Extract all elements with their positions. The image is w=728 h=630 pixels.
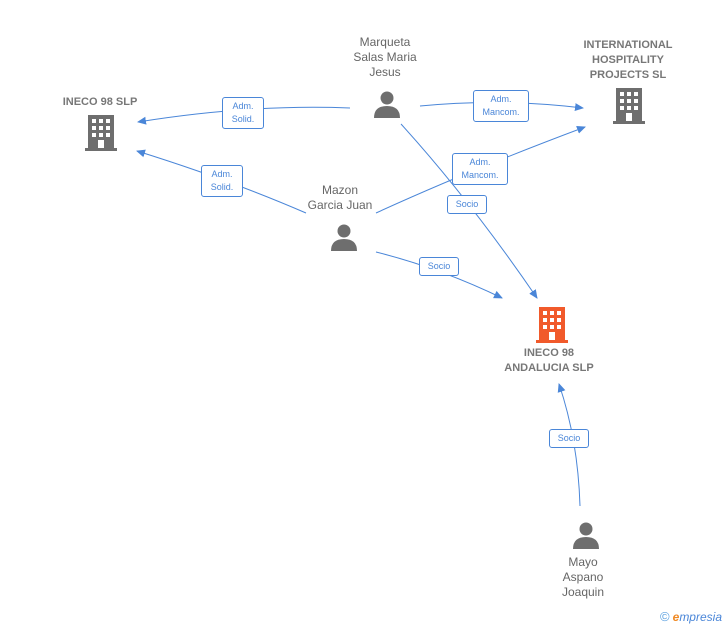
edge-label-line: Socio bbox=[557, 433, 581, 443]
label-line: INECO 98 bbox=[523, 347, 575, 359]
label-line: HOSPITALITY bbox=[592, 54, 664, 66]
edge-label-line: Mancom. bbox=[482, 107, 520, 117]
edge-label-adm-solid[interactable]: Adm. Solid. bbox=[222, 97, 264, 129]
company-label-international[interactable]: INTERNATIONAL HOSPITALITY PROJECTS SL bbox=[568, 38, 688, 83]
person-label-mazon[interactable]: Mazon Garcia Juan bbox=[290, 183, 390, 213]
brand-name: mpresia bbox=[679, 610, 722, 624]
edge-label-line: Mancom. bbox=[461, 170, 499, 180]
copyright-symbol: © bbox=[660, 609, 670, 624]
person-label-mayo[interactable]: Mayo Aspano Joaquin bbox=[543, 555, 623, 600]
label-line: Garcia Juan bbox=[307, 198, 373, 212]
label-line: Marqueta bbox=[359, 35, 411, 49]
edge-label-line: Socio bbox=[427, 261, 451, 271]
label-line: ANDALUCIA SLP bbox=[504, 362, 594, 374]
building-icon[interactable] bbox=[613, 88, 645, 124]
label-line: Jesus bbox=[369, 65, 401, 79]
edge-label-line: Adm. bbox=[490, 94, 512, 104]
brand-initial: e bbox=[672, 610, 680, 624]
label-line: Mayo bbox=[568, 555, 598, 569]
building-icon[interactable] bbox=[85, 115, 117, 151]
label-line: Aspano bbox=[562, 570, 604, 584]
label-line: INTERNATIONAL bbox=[583, 39, 673, 51]
edge-label-socio[interactable]: Socio bbox=[419, 257, 459, 276]
edge-label-line: Adm. bbox=[211, 169, 233, 179]
person-icon[interactable] bbox=[372, 90, 402, 118]
edge-label-adm-solid[interactable]: Adm. Solid. bbox=[201, 165, 243, 197]
label-line: PROJECTS SL bbox=[589, 69, 667, 81]
edge-label-socio[interactable]: Socio bbox=[549, 429, 589, 448]
edge-label-adm-mancom[interactable]: Adm. Mancom. bbox=[473, 90, 529, 122]
label-line: Mazon bbox=[321, 183, 359, 197]
edge-label-line: Socio bbox=[455, 199, 479, 209]
edge-label-line: Solid. bbox=[210, 182, 234, 192]
edge-label-adm-mancom[interactable]: Adm. Mancom. bbox=[452, 153, 508, 185]
person-icon[interactable] bbox=[571, 521, 601, 549]
label-line: Salas Maria bbox=[353, 50, 417, 64]
building-icon[interactable] bbox=[536, 307, 568, 343]
edge-label-line: Adm. bbox=[469, 157, 491, 167]
edge-label-line: Adm. bbox=[232, 101, 254, 111]
empresia-watermark: ©empresia bbox=[660, 609, 722, 624]
company-label-ineco98slp[interactable]: INECO 98 SLP bbox=[50, 95, 150, 110]
label-line: INECO 98 SLP bbox=[62, 96, 138, 108]
label-line: Joaquin bbox=[561, 585, 605, 599]
person-icon[interactable] bbox=[329, 223, 359, 251]
company-label-andalucia[interactable]: INECO 98 ANDALUCIA SLP bbox=[489, 346, 609, 376]
edge-label-socio[interactable]: Socio bbox=[447, 195, 487, 214]
person-label-marqueta[interactable]: Marqueta Salas Maria Jesus bbox=[330, 35, 440, 80]
edge-label-line: Solid. bbox=[231, 114, 255, 124]
